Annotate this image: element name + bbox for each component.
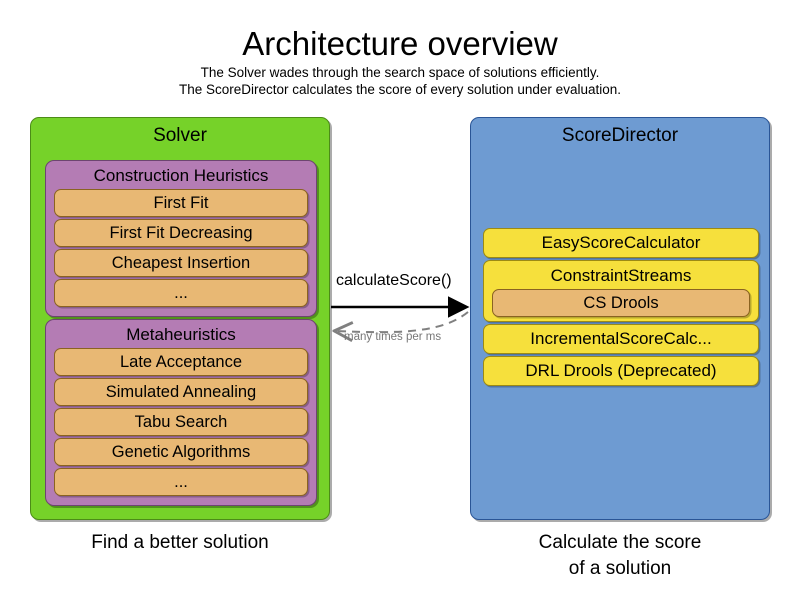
- list-item[interactable]: Late Acceptance: [54, 348, 308, 376]
- solver-panel: Solver Construction Heuristics First Fit…: [30, 117, 330, 520]
- list-item[interactable]: First Fit Decreasing: [54, 219, 308, 247]
- list-item[interactable]: Simulated Annealing: [54, 378, 308, 406]
- calculator-list: EasyScoreCalculator ConstraintStreams CS…: [483, 228, 759, 388]
- construction-heuristics-title: Construction Heuristics: [93, 166, 269, 185]
- scoredirector-caption: Calculate the score of a solution: [470, 530, 770, 582]
- list-item[interactable]: ...: [54, 468, 308, 496]
- many-times-per-ms-arrow: [336, 311, 469, 332]
- constraint-streams-item[interactable]: ConstraintStreams CS Drools: [483, 260, 759, 322]
- metaheuristics-group: Metaheuristics Late Acceptance Simulated…: [45, 319, 317, 506]
- construction-heuristics-list: First Fit First Fit Decreasing Cheapest …: [46, 189, 316, 313]
- construction-heuristics-group: Construction Heuristics First Fit First …: [45, 160, 317, 317]
- list-item[interactable]: Tabu Search: [54, 408, 308, 436]
- list-item[interactable]: ...: [54, 279, 308, 307]
- subtitle-line-1: The Solver wades through the search spac…: [200, 65, 600, 80]
- solver-caption: Find a better solution: [91, 532, 269, 553]
- constraint-streams-label: ConstraintStreams: [550, 266, 692, 285]
- list-item[interactable]: Cheapest Insertion: [54, 249, 308, 277]
- diagram-header: Architecture overview The Solver wades t…: [0, 24, 800, 98]
- metaheuristics-list: Late Acceptance Simulated Annealing Tabu…: [46, 348, 316, 502]
- list-item[interactable]: IncrementalScoreCalc...: [483, 324, 759, 354]
- solver-panel-title: Solver: [153, 125, 207, 146]
- scoredirector-caption-line-1: Calculate the score: [538, 532, 702, 553]
- list-item[interactable]: DRL Drools (Deprecated): [483, 356, 759, 386]
- cs-drools-item[interactable]: CS Drools: [492, 289, 750, 317]
- metaheuristics-title: Metaheuristics: [126, 325, 236, 344]
- scoredirector-caption-line-2: of a solution: [568, 558, 672, 579]
- many-times-per-ms-label: many times per ms: [344, 331, 442, 343]
- list-item[interactable]: EasyScoreCalculator: [483, 228, 759, 258]
- list-item[interactable]: Genetic Algorithms: [54, 438, 308, 466]
- list-item[interactable]: First Fit: [54, 189, 308, 217]
- scoredirector-panel-title: ScoreDirector: [561, 125, 679, 146]
- subtitle-line-2: The ScoreDirector calculates the score o…: [179, 82, 621, 97]
- page-title: Architecture overview: [242, 25, 558, 62]
- calculate-score-label: calculateScore(): [336, 272, 452, 289]
- scoredirector-panel: ScoreDirector EasyScoreCalculator Constr…: [470, 117, 770, 520]
